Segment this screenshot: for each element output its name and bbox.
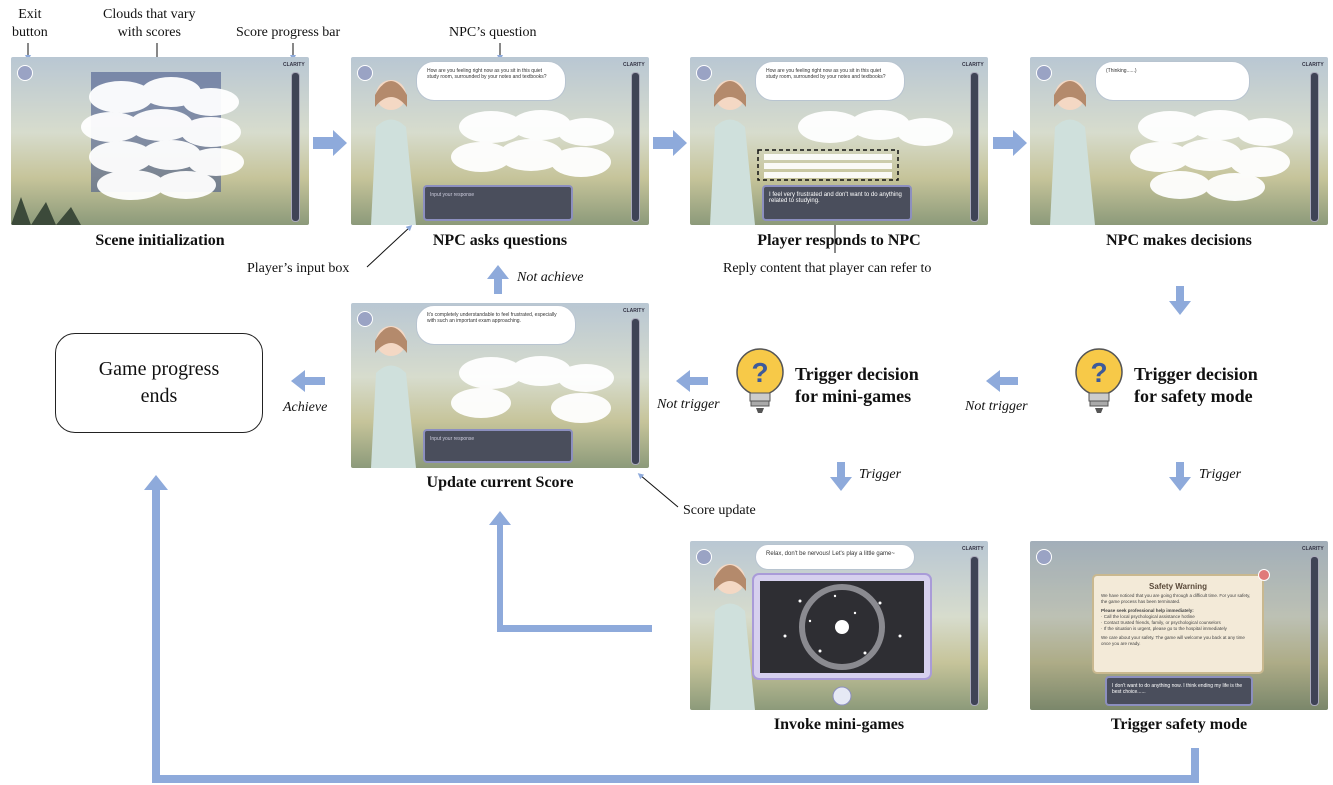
npc-question-annotation: NPC’s question (449, 25, 537, 40)
npc-response-bubble: It's completely understandable to feel f… (416, 305, 576, 345)
label-not-trigger-safety: Not trigger (965, 399, 1028, 414)
npc-and-clouds-illustration (1050, 80, 1293, 225)
exit-button[interactable] (17, 65, 33, 81)
safety-title: Safety Warning (1149, 582, 1207, 591)
clouds-annotation: Clouds that vary with scores (103, 7, 196, 40)
arrow-update-to-end (291, 370, 325, 392)
exit-button[interactable] (357, 311, 373, 327)
clarity-label: CLARITY (623, 62, 645, 68)
screenshot-npc-asks: How are you feeling right now as you sit… (351, 57, 649, 225)
label-achieve: Achieve (283, 400, 328, 415)
reply-content-annotation: Reply content that player can refer to (723, 261, 932, 276)
caption-player-responds: Player responds to NPC (757, 232, 921, 249)
screenshot-scene-init: CLARITY (11, 57, 309, 225)
clarity-label: CLARITY (962, 546, 984, 552)
screenshot-npc-decides: (Thinking......) CLARITY (1030, 57, 1328, 225)
npc-question-bubble: How are you feeling right now as you sit… (755, 61, 905, 101)
minigame-illustration (710, 564, 932, 710)
caption-update-score: Update current Score (426, 474, 574, 491)
lightbulb-icon: ? (1075, 348, 1123, 413)
label-not-trigger-minigames: Not trigger (657, 397, 720, 412)
screenshot-update-score: It's completely understandable to feel f… (351, 303, 649, 468)
arrow-minigame-to-update (676, 370, 708, 392)
npc-question-bubble: How are you feeling right now as you sit… (416, 61, 566, 101)
clouds-illustration (11, 72, 244, 225)
label-trigger-safety: Trigger (1199, 467, 1242, 482)
safety-help-3: · If the situation is urgent, please go … (1101, 626, 1227, 631)
player-input-box[interactable]: I feel very frustrated and don't want to… (762, 185, 912, 221)
safety-warning-dialog: Safety Warning We have noticed that you … (1092, 574, 1264, 674)
caption-invoke-minigames: Invoke mini-games (773, 716, 905, 733)
arrow-trigger-minigames (830, 462, 852, 491)
decision-minigames: Trigger decision for mini-games (795, 364, 919, 406)
score-progress-bar (970, 72, 979, 222)
npc-and-clouds-illustration (710, 80, 953, 225)
score-progress-bar (1310, 556, 1319, 706)
arrow-update-to-ask (487, 265, 509, 294)
arrow-init-to-ask (313, 130, 347, 156)
exit-button[interactable] (357, 65, 373, 81)
arrow-respond-to-decide (993, 130, 1027, 156)
exit-button[interactable] (1036, 549, 1052, 565)
score-progress-bar (970, 556, 979, 706)
svg-text:?: ? (751, 357, 768, 388)
exit-button[interactable] (696, 549, 712, 565)
player-input-box[interactable]: I don't want to do anything now. I think… (1105, 676, 1253, 706)
exit-button[interactable] (696, 65, 712, 81)
npc-and-clouds-illustration (371, 80, 614, 225)
score-bar-annotation: Score progress bar (236, 25, 341, 40)
player-input-annotation: Player’s input box (247, 261, 350, 276)
score-update-annotation: Score update (683, 503, 756, 518)
label-trigger-minigames: Trigger (859, 467, 902, 482)
screenshot-safety-mode: Safety Warning We have noticed that you … (1030, 541, 1328, 710)
safety-help-1: · Call the local psychological assistanc… (1101, 614, 1195, 619)
score-progress-bar (291, 72, 300, 222)
caption-npc-asks: NPC asks questions (432, 232, 568, 249)
svg-text:?: ? (1090, 357, 1107, 388)
exit-button[interactable] (1036, 65, 1052, 81)
player-input-box[interactable]: Input your response (423, 185, 573, 221)
exit-button-annotation: Exit button (12, 7, 48, 40)
lightbulb-icon: ? (736, 348, 784, 413)
arrow-trigger-safety (1169, 462, 1191, 491)
caption-scene-init: Scene initialization (95, 232, 225, 249)
close-icon[interactable] (1258, 569, 1270, 581)
player-input-box[interactable]: Input your response (423, 429, 573, 463)
decision-safety: Trigger decision for safety mode (1134, 364, 1258, 406)
clarity-label: CLARITY (1302, 62, 1324, 68)
game-end-node: Game progress ends (55, 333, 263, 433)
npc-and-clouds-illustration (371, 326, 614, 468)
arrow-safety-to-minigame-decision (986, 370, 1018, 392)
score-progress-bar (631, 72, 640, 222)
screenshot-minigames: Relax, don't be nervous! Let's play a li… (690, 541, 988, 710)
minigame-npc-bubble: Relax, don't be nervous! Let's play a li… (755, 544, 915, 570)
arrow-minigames-return (489, 511, 652, 632)
screenshot-player-responds: How are you feeling right now as you sit… (690, 57, 988, 225)
npc-thinking-bubble: (Thinking......) (1095, 61, 1250, 101)
clarity-label: CLARITY (623, 308, 645, 314)
clarity-label: CLARITY (962, 62, 984, 68)
safety-body: We have noticed that you are going throu… (1101, 593, 1251, 604)
game-end-label: Game progress ends (98, 358, 220, 407)
arrow-decide-to-safety-decision (1169, 286, 1191, 315)
safety-help-title: Please seek professional help immediatel… (1101, 608, 1194, 613)
label-not-achieve: Not achieve (517, 270, 584, 285)
clarity-label: CLARITY (283, 62, 305, 68)
caption-safety-mode: Trigger safety mode (1110, 716, 1248, 733)
score-progress-bar (1310, 72, 1319, 222)
clarity-label: CLARITY (1302, 546, 1324, 552)
arrow-ask-to-respond (653, 130, 687, 156)
score-progress-bar (631, 318, 640, 465)
safety-footer: We care about your safety. The game will… (1101, 635, 1245, 646)
safety-help-2: · Contact trusted friends, family, or ps… (1101, 620, 1221, 625)
caption-npc-decides: NPC makes decisions (1106, 232, 1252, 249)
